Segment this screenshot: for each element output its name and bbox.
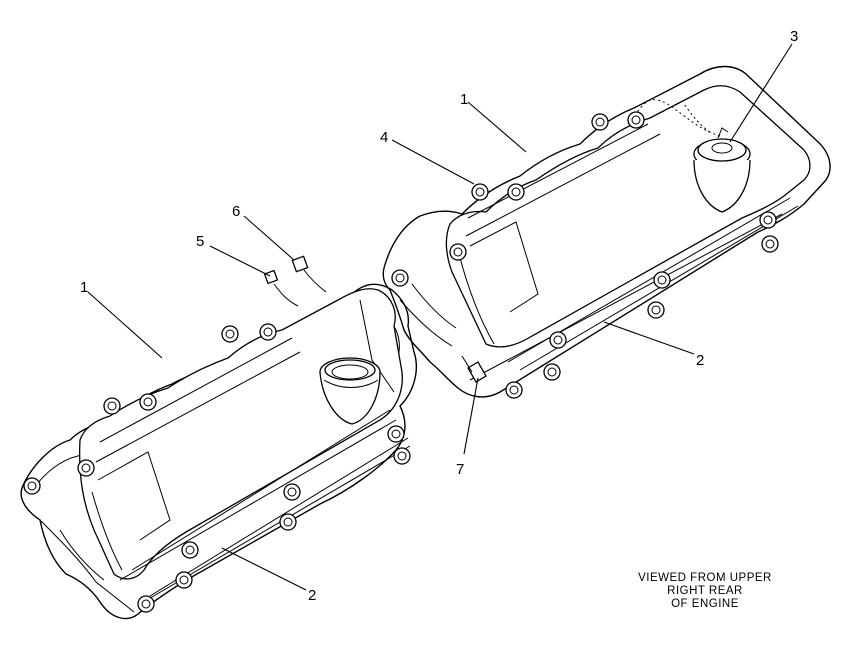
view-caption: VIEWED FROM UPPER RIGHT REAR OF ENGINE	[600, 572, 810, 611]
bolt-icon	[549, 331, 567, 349]
bolt-icon	[77, 459, 95, 477]
callout-6: 6	[232, 203, 240, 220]
bolt-icon	[627, 111, 645, 129]
connector-7	[461, 355, 487, 383]
bolt-icon	[221, 325, 239, 343]
caption-line-3: OF ENGINE	[671, 598, 739, 610]
fitting-6	[291, 255, 327, 293]
caption-line-1: VIEWED FROM UPPER	[638, 572, 772, 584]
bolt-icon	[279, 513, 297, 531]
callout-4: 4	[380, 129, 388, 146]
bolt-icon	[283, 483, 301, 501]
left-valve-cover	[20, 283, 418, 620]
bolt-icon	[507, 183, 525, 201]
bolt-icon	[23, 477, 41, 495]
bolt-icon	[759, 211, 777, 229]
right-cover-bolts	[391, 111, 779, 399]
callout-5: 5	[196, 233, 204, 250]
bolt-icon	[647, 301, 665, 319]
bolt-icon	[181, 541, 199, 559]
bolt-icon	[139, 393, 157, 411]
bolt-icon	[761, 235, 779, 253]
callout-2-right: 2	[696, 352, 704, 369]
callout-1-left: 1	[80, 279, 88, 296]
bolt-icon	[471, 183, 489, 201]
bolt-icon	[391, 269, 409, 287]
bolt-icon	[591, 113, 609, 131]
bolt-icon	[103, 397, 121, 415]
bolt-icon	[505, 381, 523, 399]
callout-7: 7	[456, 461, 464, 478]
callouts: 1 1 4 5 6 3 2 2 7	[80, 28, 798, 604]
callout-2-left: 2	[308, 587, 316, 604]
bolt-icon	[653, 271, 671, 289]
caption-line-2: RIGHT REAR	[667, 585, 743, 597]
fitting-5	[263, 269, 299, 307]
bolt-icon	[387, 425, 405, 443]
bolt-icon	[137, 595, 155, 613]
bolt-icon	[449, 243, 467, 261]
callout-1-right: 1	[460, 91, 468, 108]
bolt-icon	[259, 323, 277, 341]
left-cover-bolts	[23, 323, 411, 613]
callout-3: 3	[790, 28, 798, 45]
bolt-icon	[543, 363, 561, 381]
bolt-icon	[175, 571, 193, 589]
right-valve-cover	[382, 65, 831, 398]
bolt-icon	[393, 447, 411, 465]
